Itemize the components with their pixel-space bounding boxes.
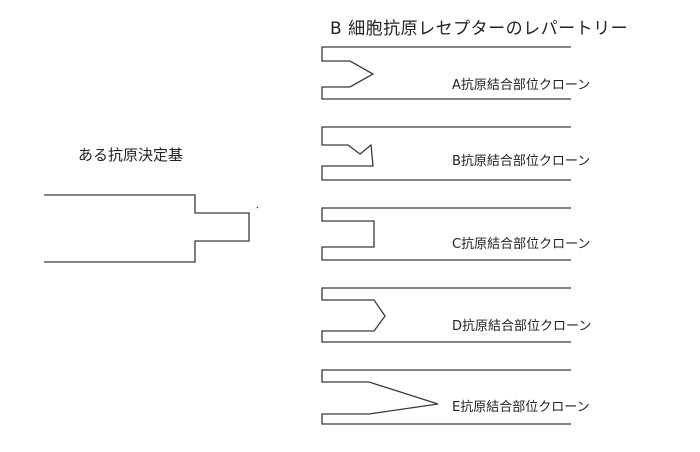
clone-d-label: D抗原結合部位クローン — [452, 319, 592, 334]
receptor-clone-e — [321, 369, 571, 425]
clone-a-label: A抗原結合部位クローン — [452, 78, 591, 93]
diagram-title: B 細胞抗原レセプターのレパートリー — [330, 19, 629, 39]
clone-e-label: E抗原結合部位クローン — [452, 400, 590, 415]
epitope-label: ある抗原決定基 — [78, 146, 184, 164]
receptor-clone-b — [321, 126, 571, 181]
receptor-clone-d — [321, 287, 571, 343]
clone-c-label: C抗原結合部位クローン — [452, 237, 591, 252]
receptor-clone-c — [321, 207, 571, 261]
clone-b-label: B抗原結合部位クローン — [452, 154, 591, 169]
epitope-shape — [44, 194, 250, 263]
scan-speck — [256, 206, 259, 209]
receptor-clone-a — [321, 46, 571, 100]
